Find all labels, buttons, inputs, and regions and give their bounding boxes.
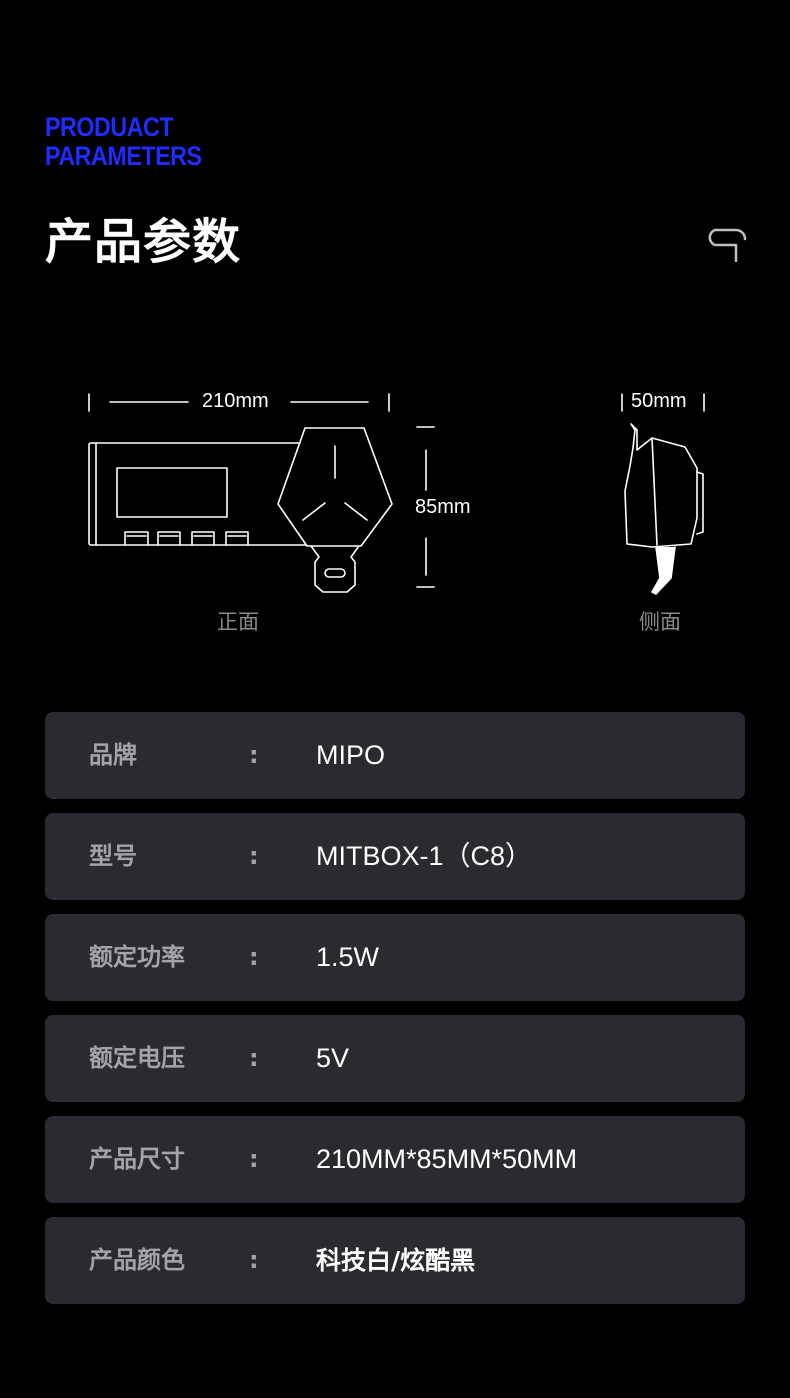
spec-colon: : bbox=[249, 943, 259, 971]
spec-colon: : bbox=[249, 1246, 259, 1274]
spec-value: 科技白/炫酷黑 bbox=[316, 1246, 476, 1275]
dimension-diagram: 210mm 85mm 50mm 正面 侧面 bbox=[0, 380, 790, 650]
spec-colon: : bbox=[249, 1044, 259, 1072]
spec-row-color: 产品颜色 : 科技白/炫酷黑 bbox=[45, 1217, 745, 1304]
spec-colon: : bbox=[249, 741, 259, 769]
front-view-device bbox=[88, 427, 393, 593]
eyebrow-line-1: PRODUACT bbox=[45, 112, 174, 142]
depth-dimension-line bbox=[621, 393, 705, 412]
side-view-label: 侧面 bbox=[639, 610, 681, 634]
page-title: 产品参数 bbox=[45, 214, 242, 270]
spec-row-size: 产品尺寸 : 210MM*85MM*50MM bbox=[45, 1116, 745, 1203]
spec-label: 型号 bbox=[89, 842, 137, 870]
spec-label: 产品尺寸 bbox=[89, 1145, 185, 1173]
eyebrow-line-2: PARAMETERS bbox=[45, 141, 202, 171]
spec-value: MIPO bbox=[316, 740, 386, 770]
spec-label: 产品颜色 bbox=[89, 1246, 185, 1274]
spec-label: 额定功率 bbox=[89, 943, 185, 971]
spec-row-model: 型号 : MITBOX-1（C8） bbox=[45, 813, 745, 900]
section-eyebrow: PRODUACT PARAMETERS bbox=[45, 113, 202, 171]
side-view-device bbox=[624, 423, 704, 595]
height-dimension-line bbox=[416, 426, 435, 588]
depth-label: 50mm bbox=[631, 390, 687, 412]
front-view-label: 正面 bbox=[217, 610, 259, 634]
spec-colon: : bbox=[249, 1145, 259, 1173]
height-label: 85mm bbox=[415, 496, 471, 518]
spec-value: 5V bbox=[316, 1043, 350, 1073]
spec-row-brand: 品牌 : MIPO bbox=[45, 712, 745, 799]
spec-row-rated-voltage: 额定电压 : 5V bbox=[45, 1015, 745, 1102]
spec-value: 1.5W bbox=[316, 942, 380, 972]
spec-label: 额定电压 bbox=[89, 1044, 185, 1072]
spec-value: 210MM*85MM*50MM bbox=[316, 1144, 578, 1174]
spec-row-rated-power: 额定功率 : 1.5W bbox=[45, 914, 745, 1001]
spec-list: 品牌 : MIPO 型号 : MITBOX-1（C8） 额定功率 : 1.5W … bbox=[45, 712, 745, 1318]
width-dimension-line bbox=[88, 393, 390, 412]
width-label: 210mm bbox=[202, 390, 269, 412]
hook-icon bbox=[708, 228, 747, 262]
spec-colon: : bbox=[249, 842, 259, 870]
spec-value: MITBOX-1（C8） bbox=[316, 841, 533, 871]
product-drawing bbox=[88, 393, 705, 595]
spec-label: 品牌 bbox=[89, 741, 137, 769]
